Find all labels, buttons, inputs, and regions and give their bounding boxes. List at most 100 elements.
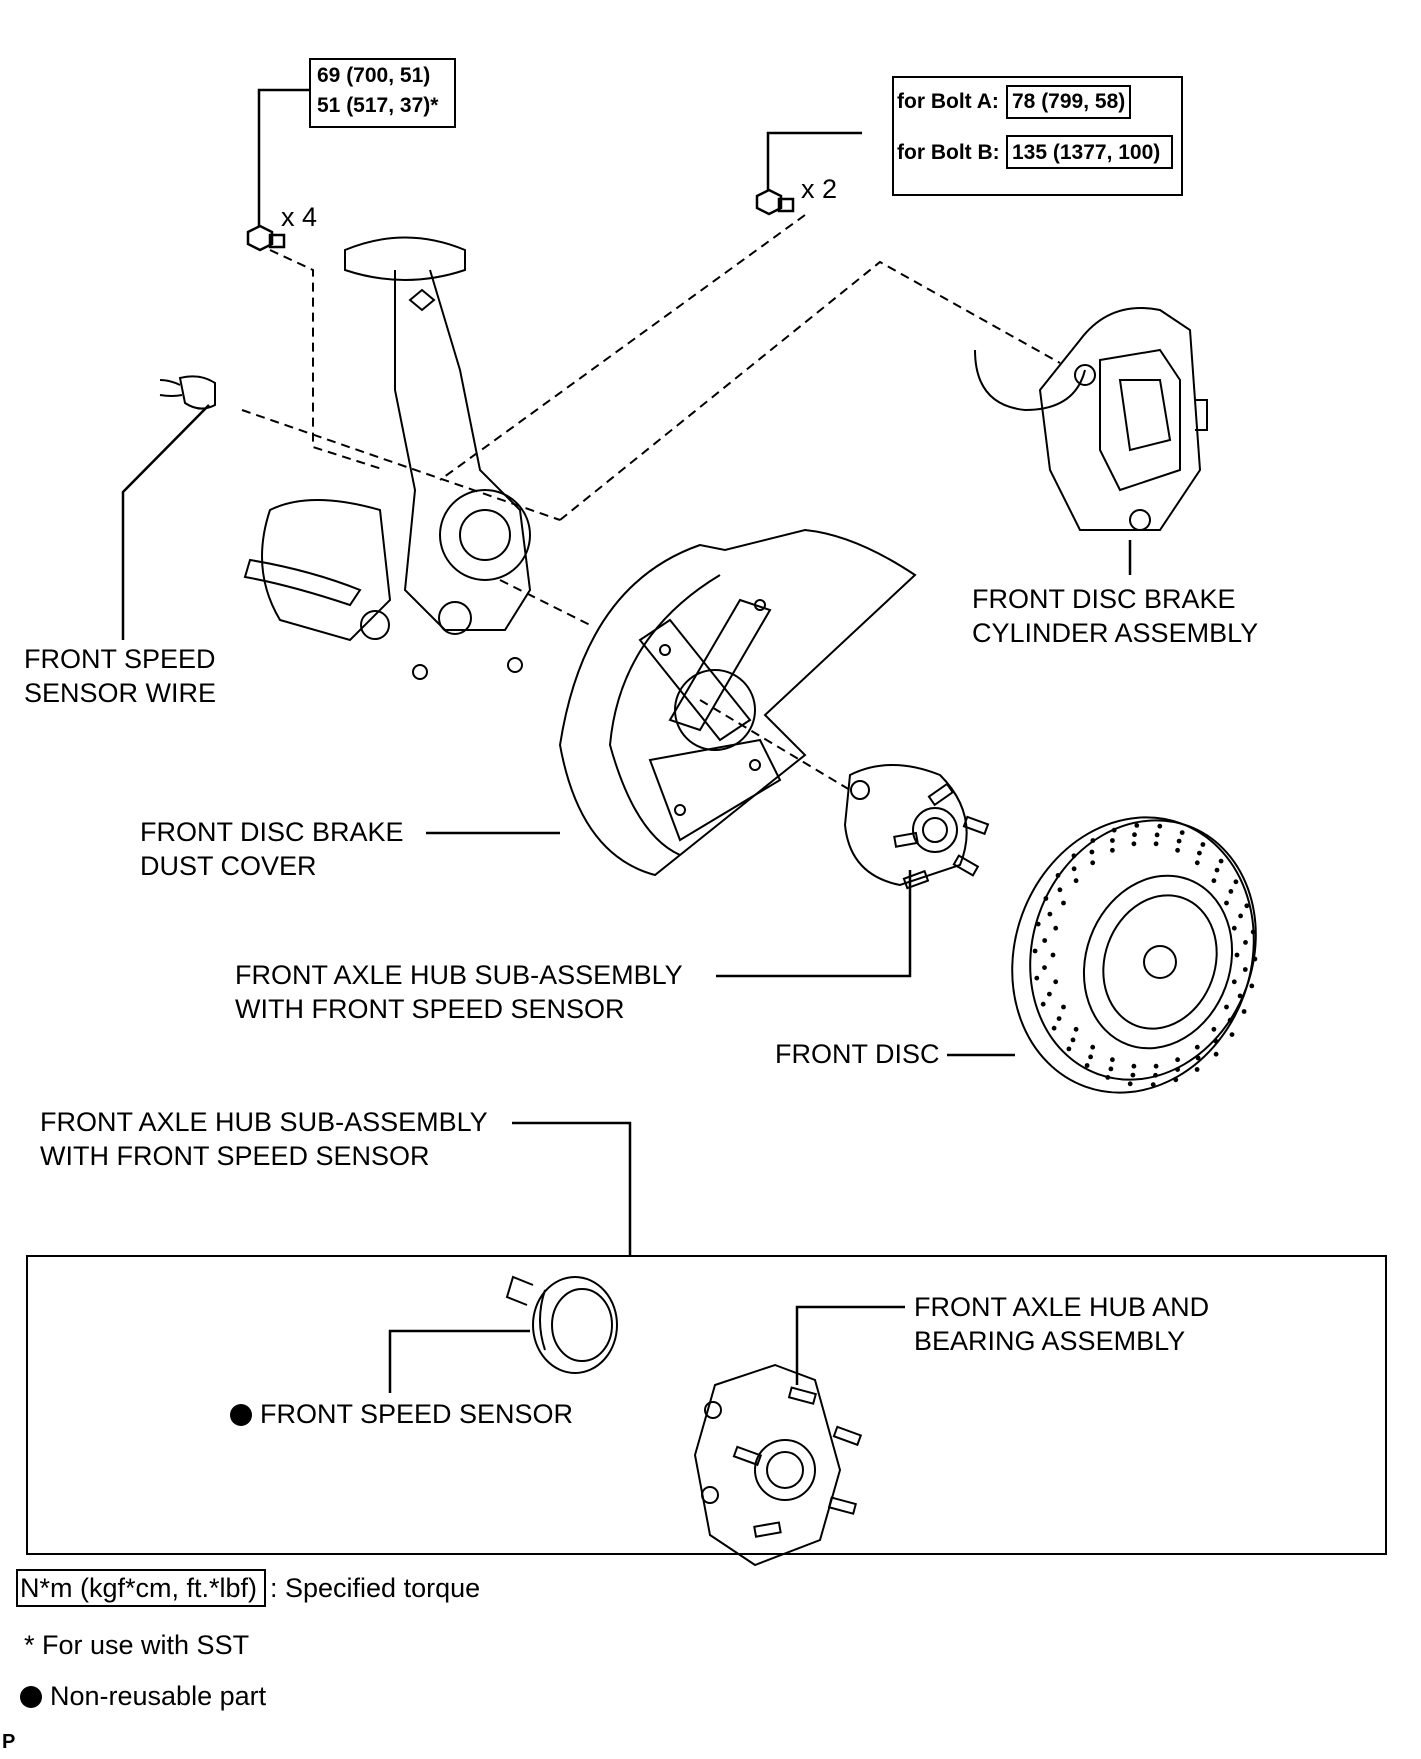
disc-drill-hole	[1179, 830, 1185, 835]
disc-drill-hole	[1130, 1072, 1136, 1078]
disc-drill-hole	[1105, 1075, 1111, 1080]
disc-drill-hole	[1153, 841, 1159, 847]
detail-box	[26, 1255, 1387, 1555]
disc-drill-hole	[1084, 1063, 1090, 1068]
disc-drill-hole	[1175, 1067, 1180, 1072]
dashed-guides	[241, 214, 1061, 791]
dust-cover-label-line2: DUST COVER	[140, 851, 317, 881]
disc-drill-hole	[1175, 1057, 1180, 1063]
disc-drill-hole	[1244, 903, 1250, 909]
disc-drill-hole	[1050, 952, 1056, 958]
disc-drill-hole	[1242, 967, 1248, 972]
disc-drill-hole	[1213, 1038, 1219, 1044]
disc-drill-hole	[1131, 1063, 1137, 1069]
corner-mark: P	[2, 1731, 16, 1753]
bolt-count-x2: x 2	[801, 174, 838, 204]
bolt-a-value: 78 (799, 58)	[1012, 90, 1126, 113]
disc-drill-hole	[1073, 1026, 1079, 1032]
cylinder-label-line1: FRONT DISC BRAKE	[972, 584, 1236, 614]
hub2-label-line2: WITH FRONT SPEED SENSOR	[40, 1141, 430, 1171]
disc-drill-hole	[1218, 858, 1224, 864]
steering-knuckle-illustration	[159, 236, 532, 680]
brake-disc-illustration	[1011, 816, 1258, 1094]
wire-label-line2: SENSOR WIRE	[24, 678, 217, 708]
dust-cover-label-line1: FRONT DISC BRAKE	[140, 817, 404, 847]
speed-sensor-label: FRONT SPEED SENSOR	[230, 1397, 573, 1431]
disc-drill-hole	[1175, 847, 1180, 853]
disc-drill-hole	[1131, 841, 1137, 847]
disc-drill-hole	[1110, 838, 1115, 843]
disc-drill-hole	[1200, 842, 1206, 847]
disc-drill-hole	[1153, 1072, 1158, 1078]
disc-drill-hole	[1110, 1057, 1115, 1063]
disc-drill-hole	[1132, 832, 1137, 838]
disc-drill-hole	[1057, 887, 1063, 893]
disc-drill-hole	[1061, 900, 1066, 906]
disc-drill-hole	[1233, 879, 1239, 885]
bolt-b-label: for Bolt B:	[897, 141, 1000, 164]
bolt-x2-icon	[755, 188, 795, 216]
disc-drill-hole	[1250, 929, 1256, 935]
torque-spec-box-1	[309, 58, 456, 128]
disc-drill-hole	[1227, 1017, 1233, 1023]
disc-drill-hole	[1111, 827, 1117, 833]
disc-drill-hole	[1071, 853, 1077, 859]
hub2-label-line1: FRONT AXLE HUB SUB-ASSEMBLY	[40, 1107, 488, 1137]
disc-drill-hole	[1043, 896, 1049, 901]
disc-drill-hole	[1237, 993, 1243, 999]
disc-drill-hole	[1051, 1025, 1057, 1031]
disc-drill-hole	[1088, 1054, 1093, 1060]
disc-drill-hole	[1194, 1067, 1200, 1072]
disc-drill-hole	[1150, 1082, 1156, 1087]
disc-drill-hole	[1055, 873, 1061, 878]
disc-drill-hole	[1241, 1009, 1247, 1014]
legend-torque-units: N*m (kgf*cm, ft.*lbf)	[20, 1573, 258, 1603]
legend-torque-text: : Specified torque	[270, 1573, 481, 1603]
disc-drill-hole	[1034, 975, 1040, 981]
hub-label-line1: FRONT AXLE HUB SUB-ASSEMBLY	[235, 960, 683, 990]
disc-drill-hole	[1197, 850, 1202, 856]
disc-drill-hole	[1127, 1081, 1133, 1087]
disc-drill-hole	[1213, 1051, 1219, 1057]
disc-drill-hole	[1047, 911, 1053, 917]
disc-drill-hole	[1195, 1055, 1201, 1061]
disc-drill-hole	[1053, 979, 1059, 985]
disc-drill-hole	[1089, 849, 1095, 855]
disc-drill-hole	[1231, 925, 1237, 931]
torque-spec-1-line2: 51 (517, 37)*	[317, 94, 439, 117]
bolt-a-label: for Bolt A:	[897, 90, 999, 113]
disc-drill-hole	[1066, 1046, 1072, 1052]
disc-drill-hole	[1224, 900, 1229, 906]
disc-drill-hole	[1238, 913, 1243, 919]
disc-drill-hole	[1090, 1044, 1096, 1050]
disc-drill-hole	[1056, 1016, 1062, 1021]
disc-drill-hole	[1228, 889, 1234, 894]
disc-drill-hole	[1214, 867, 1220, 873]
disc-drill-hole	[1194, 1044, 1200, 1050]
disc-drill-hole	[1073, 878, 1079, 884]
legend-nonreusable: Non-reusable part	[20, 1679, 266, 1713]
bolt-a-value-box	[1006, 85, 1131, 119]
disc-drill-hole	[1249, 983, 1255, 989]
bolt-b-value: 135 (1377, 100)	[1012, 141, 1161, 164]
disc-drill-hole	[1173, 1077, 1179, 1083]
disc-drill-hole	[1110, 847, 1115, 853]
non-reusable-icon	[230, 1404, 252, 1426]
disc-drill-hole	[1229, 1032, 1235, 1037]
bearing-label-line2: BEARING ASSEMBLY	[914, 1326, 1186, 1356]
hub-bearing-illustration	[693, 1363, 863, 1567]
disc-drill-hole	[1231, 979, 1237, 985]
brake-caliper-illustration	[974, 307, 1208, 531]
disc-drill-hole	[1042, 938, 1048, 943]
dust-cover-illustration	[558, 528, 917, 877]
disc-drill-hole	[1071, 866, 1077, 872]
disc-drill-hole	[1070, 1037, 1076, 1043]
disc-drill-hole	[1032, 948, 1038, 954]
disc-drill-hole	[1157, 823, 1163, 829]
bolt-count-x4: x 4	[281, 202, 318, 232]
hub-upper-illustration	[843, 764, 990, 890]
disc-drill-hole	[1090, 838, 1096, 843]
disc-drill-hole	[1243, 940, 1248, 945]
bolt-b-value-box	[1006, 135, 1173, 169]
disc-drill-hole	[1047, 991, 1052, 997]
